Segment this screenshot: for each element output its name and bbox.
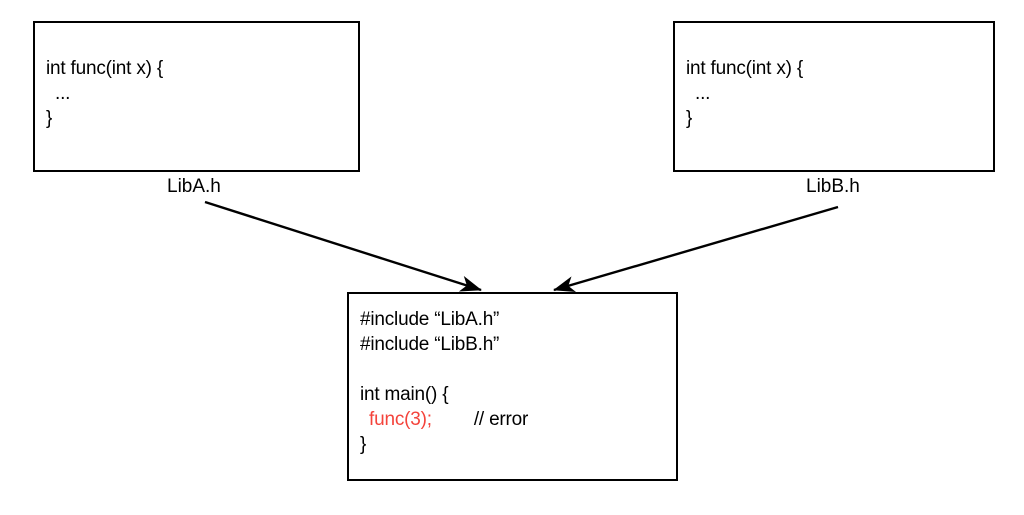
file-label-liba: LibA.h	[167, 176, 221, 197]
code-lines-main: #include “LibA.h” #include “LibB.h” int …	[360, 307, 528, 457]
file-label-libb: LibB.h	[806, 176, 860, 197]
code-line-main-open: int main() {	[360, 384, 449, 405]
code-line: }	[686, 108, 693, 129]
code-line: ...	[695, 83, 711, 104]
code-line-include-libb: #include “LibB.h”	[360, 334, 500, 355]
code-line-error-call: func(3); // error	[360, 407, 528, 432]
arrow-liba-to-main	[204, 200, 482, 292]
error-call-token: func(3);	[369, 409, 432, 430]
code-box-libb: int func(int x) { ... }	[673, 21, 995, 172]
code-line: ...	[55, 83, 71, 104]
code-box-main: #include “LibA.h” #include “LibB.h” int …	[347, 292, 678, 481]
arrow-libb-to-main	[553, 205, 839, 293]
code-lines-liba: int func(int x) { ... }	[46, 56, 163, 131]
code-line: int func(int x) {	[46, 58, 163, 79]
code-line-include-liba: #include “LibA.h”	[360, 309, 500, 330]
code-line-blank	[360, 357, 528, 382]
code-box-liba: int func(int x) { ... }	[33, 21, 360, 172]
code-line: }	[46, 108, 53, 129]
error-comment-token: // error	[473, 409, 529, 430]
code-line-main-close: }	[360, 434, 367, 455]
code-line: int func(int x) {	[686, 58, 803, 79]
code-lines-libb: int func(int x) { ... }	[686, 56, 803, 131]
